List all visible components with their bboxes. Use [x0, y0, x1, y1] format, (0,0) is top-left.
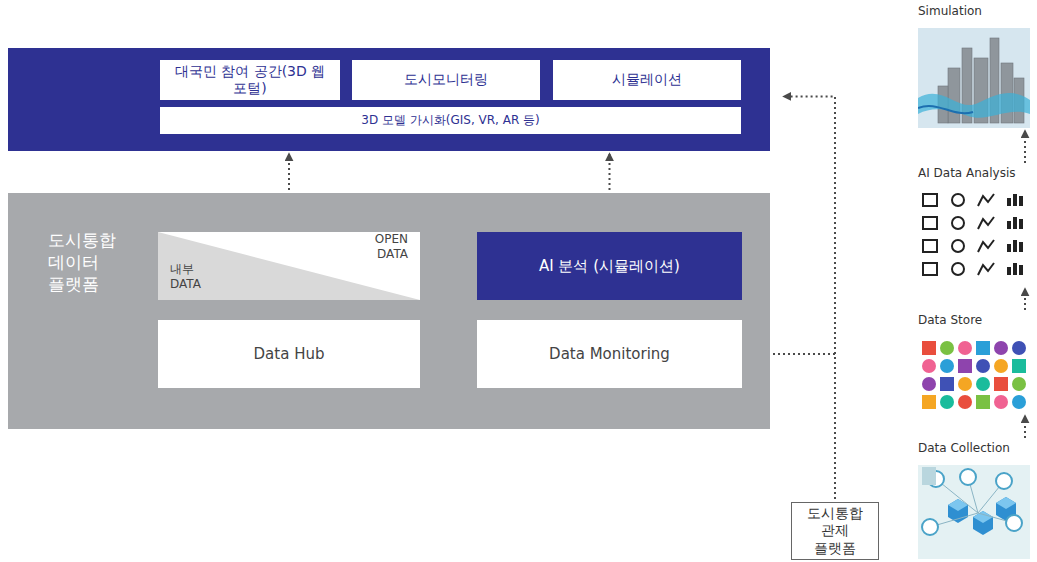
platform-title: 도시통합 데이터 플랫폼: [48, 229, 122, 295]
stage-figure: Simulation: [918, 4, 1030, 128]
box-label: 3D 모델 가시화(GIS, VR, AR 등): [361, 113, 540, 128]
stage-heading: Simulation: [918, 4, 1030, 19]
box-label: AI 분석 (시뮬레이션): [539, 257, 680, 276]
stage-illustration: [918, 465, 1030, 559]
illustration: [918, 465, 1030, 559]
internal-data-label: 내부 DATA: [170, 262, 226, 292]
control-platform-box: 도시통합 관제 플랫폼: [791, 502, 879, 560]
illustration: [923, 194, 1023, 275]
box-label: 시뮬레이션: [612, 71, 682, 89]
dotted-connector: [784, 96, 835, 499]
box-label: Data Monitoring: [549, 345, 670, 364]
service-box: 대국민 참여 공간(3D 웹 포털): [160, 60, 340, 100]
stage-illustration: [918, 28, 1030, 128]
stage-heading: Data Collection: [918, 441, 1030, 456]
layer-band: 대국민 참여 공간(3D 웹 포털) 도시모니터링 시뮬레이션 3D 모델 가시화(G…: [8, 48, 770, 151]
dotted-connector: [1024, 416, 1026, 438]
stage-figure: Data Collection: [918, 441, 1030, 559]
box-label: 도시모니터링: [404, 71, 488, 89]
stage-heading: Data Store: [918, 313, 1030, 328]
stage-illustration: [918, 337, 1030, 413]
service-box: 시뮬레이션: [553, 60, 741, 100]
data-hub-box: Data Hub: [158, 320, 420, 388]
illustration: [922, 341, 1026, 409]
stage-figure: AI Data Analysis: [918, 166, 1030, 286]
open-data-label: OPEN DATA: [352, 232, 408, 262]
dotted-connector: [288, 154, 290, 190]
box-label: 대국민 참여 공간(3D 웹 포털): [168, 63, 332, 98]
dotted-connector: [1024, 289, 1026, 310]
box-label: Data Hub: [254, 345, 325, 364]
data-split-box: 내부 DATA OPEN DATA: [158, 232, 420, 300]
service-box: 도시모니터링: [352, 60, 540, 100]
platform-panel: 도시통합 데이터 플랫폼내부 DATA OPEN DATA AI 분석 (시뮬레이션…: [8, 193, 770, 429]
dotted-connector: [1024, 131, 1026, 163]
data-monitoring-box: Data Monitoring: [477, 320, 742, 388]
visualization-bar: 3D 모델 가시화(GIS, VR, AR 등): [160, 107, 741, 134]
stage-figure: Data Store: [918, 313, 1030, 413]
stage-illustration: [918, 190, 1030, 286]
illustration: [918, 28, 1030, 128]
box-label: 도시통합 관제 플랫폼: [803, 505, 867, 558]
stage-heading: AI Data Analysis: [918, 166, 1030, 181]
ai-analysis-box: AI 분석 (시뮬레이션): [477, 232, 742, 300]
dotted-connector: [609, 154, 611, 190]
internal-area: [158, 232, 420, 300]
